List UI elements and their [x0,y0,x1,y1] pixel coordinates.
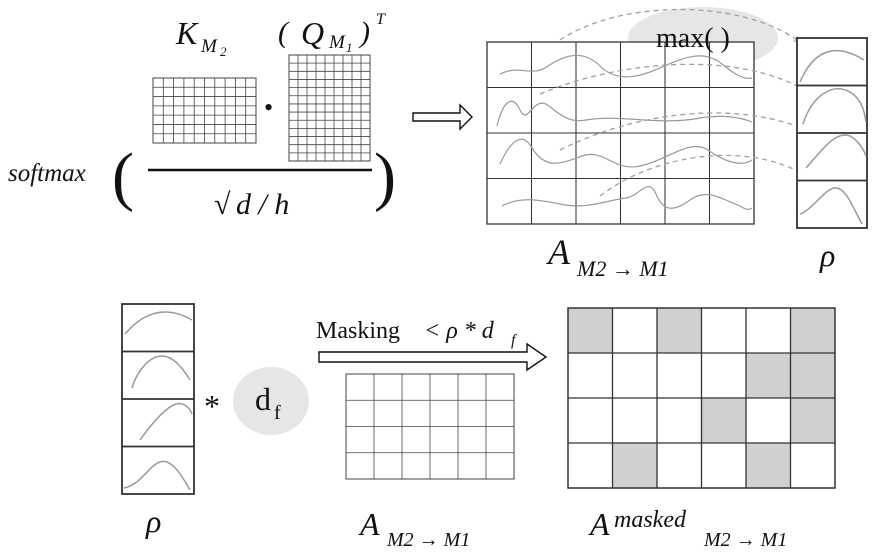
q-subscript-index: 1 [346,40,353,55]
denominator: d / h [236,188,289,221]
rho-top-curve [799,49,865,83]
attention-letter: A [546,232,571,272]
rho-bottom-curve [131,355,191,389]
k-label: K M 2 [175,15,227,59]
max-dashed-arrows [539,8,815,197]
df-subscript: f [274,402,281,424]
attention-curve [499,138,753,168]
left-paren: ( [112,140,134,213]
rho-bottom-curve [124,311,193,335]
right-paren: ) [374,140,396,213]
attention-subscript-bottom: M2 → M1 [386,529,470,551]
dashed-arrow [599,154,815,197]
masking-condition-subscript: f [511,332,518,349]
df-bubble [233,367,309,435]
attention-map-curves [496,54,753,210]
attention-curve [501,186,753,210]
rho-top-curve [799,187,863,225]
attention-label-top: A M2 → M1 [546,232,669,281]
k-letter: K [175,15,199,51]
masked-cell [568,308,613,353]
attention-map-grid [486,41,755,225]
attention-subscript: M2 → M1 [576,256,669,281]
softmax-label: softmax [8,160,86,187]
max-label: max( ) [656,23,730,54]
attention-small-grid [345,373,515,480]
q-letter: Q [301,15,324,51]
k-subscript: M [200,36,218,57]
attention-letter-bottom: A [358,506,380,542]
rho-top-curve [805,134,867,169]
right-arrow [412,103,473,131]
masked-cell [746,443,791,488]
masked-cell [612,443,657,488]
masked-cell [657,308,702,353]
sqrt-symbol: √ [214,188,231,221]
dashed-arrow [559,112,812,151]
masked-cell [790,353,835,398]
k-matrix-grid [152,77,257,144]
q-matrix-grid [288,54,371,162]
q-transpose-label: ( Q M 1 ) T [278,11,386,55]
masking-arrow [318,342,548,372]
q-open-paren: ( [278,16,290,49]
rho-bottom-curve [123,460,191,491]
masked-letter: A [588,506,610,542]
star-operator: * [204,388,220,424]
rho-column-bottom [121,303,195,495]
attention-curve [496,100,753,127]
rho-label-bottom: ρ [145,503,161,539]
dashed-arrow [539,63,808,95]
rho-bottom-curve [139,402,193,441]
q-cell-border [288,54,371,162]
masked-superscript: masked [614,507,687,533]
dashed-arrow [559,8,800,43]
attention-curve [499,54,753,79]
attention-label-bottom: A M2 → M1 [358,506,470,551]
rho-top-curve [802,88,867,125]
k-subscript-index: 2 [220,44,227,59]
df-letter: d [255,381,271,417]
masked-cell [790,398,835,443]
q-superscript: T [376,11,386,28]
masked-label: A masked M2 → M1 [588,506,787,551]
rho-column-top [796,37,868,229]
masked-cell [790,308,835,353]
q-close-paren: ) [358,16,370,49]
masked-cell [746,353,791,398]
masked-cell [701,398,746,443]
masking-label: Masking [316,318,400,344]
q-subscript: M [328,32,346,53]
masked-attention-grid [567,307,836,489]
dot-operator: • [264,93,273,122]
masking-condition: < ρ * d [424,318,495,344]
masked-subscript: M2 → M1 [703,529,787,551]
rho-label-top: ρ [819,237,835,273]
